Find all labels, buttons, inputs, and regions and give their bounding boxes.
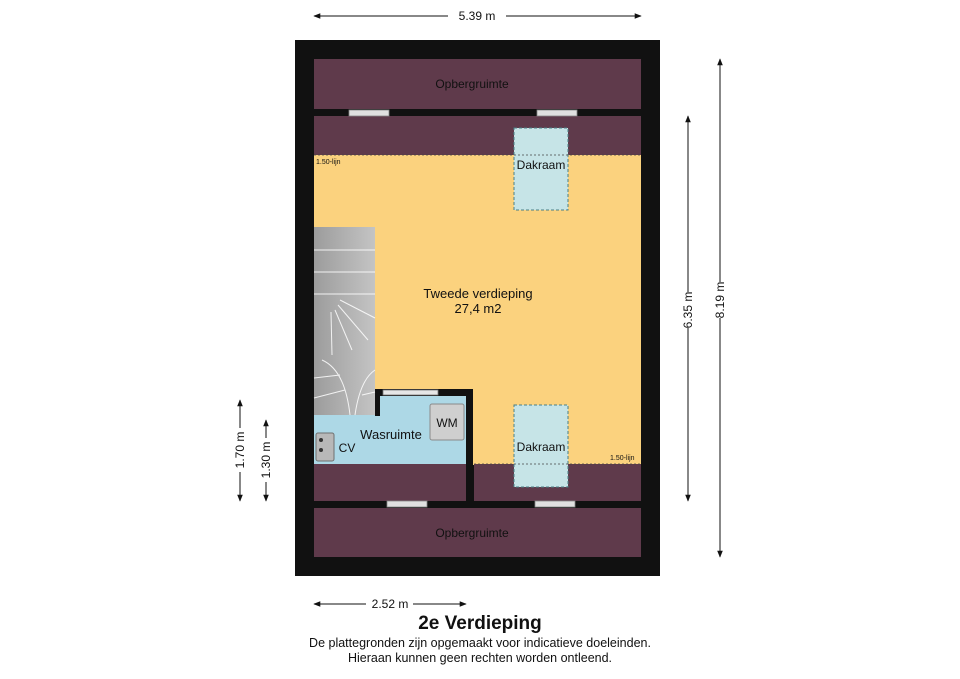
boiler: [315, 432, 335, 462]
storage-bottom-label: Opbergruimte: [435, 526, 509, 540]
hatch-bottom-right: [534, 500, 576, 508]
dim-inner-depth-label: 6.35 m: [681, 292, 695, 329]
hatch-bottom-left: [386, 500, 428, 508]
laundry-wall-right: [466, 389, 473, 502]
skylight-top: [513, 127, 569, 211]
laundry-door-opening: [382, 389, 439, 396]
staircase: [314, 227, 375, 415]
disclaimer-line-1: De plattegronden zijn opgemaakt voor ind…: [309, 636, 651, 650]
washing-machine: [429, 403, 465, 441]
storage-bottom-room: [314, 508, 641, 557]
boiler-dot-1: [319, 438, 323, 442]
main-room-area: 27,4 m2: [455, 301, 502, 316]
dim-side-a-label: 1.70 m: [233, 432, 247, 469]
hatch-top-left: [348, 109, 390, 117]
skylight-bottom-label: Dakraam: [517, 440, 566, 454]
floor-title: 2e Verdieping: [418, 613, 542, 634]
disclaimer-line-2: Hieraan kunnen geen rechten worden ontle…: [347, 651, 613, 665]
laundry-wall-left: [375, 389, 380, 416]
dim-laundry-width-label: 2.52 m: [372, 597, 409, 611]
roof-band-bottom-left: [314, 464, 466, 501]
boiler-label: CV: [339, 441, 356, 455]
height-line-top-label: 1.50-lijn: [316, 159, 341, 166]
skylight-bottom: [513, 404, 569, 488]
height-line-bottom-label: 1.50-lijn: [610, 455, 635, 462]
washing-machine-label: WM: [436, 416, 457, 430]
stair-treads: [313, 249, 376, 416]
dim-overall-depth-label: 8.19 m: [713, 282, 727, 319]
roof-band-top: [314, 116, 641, 156]
storage-top-label: Opbergruimte: [435, 77, 509, 91]
hatch-top-right: [536, 109, 578, 117]
skylight-top-label: Dakraam: [517, 158, 566, 172]
boiler-dot-2: [319, 448, 323, 452]
dim-side-b-label: 1.30 m: [259, 442, 273, 479]
main-room-label: Tweede verdieping: [423, 286, 532, 301]
title-block: 2e Verdieping De plattegronden zijn opge…: [0, 612, 960, 666]
storage-top-room: [314, 59, 641, 109]
laundry-label: Wasruimte: [360, 427, 422, 442]
dim-overall-width-label: 5.39 m: [459, 9, 496, 23]
